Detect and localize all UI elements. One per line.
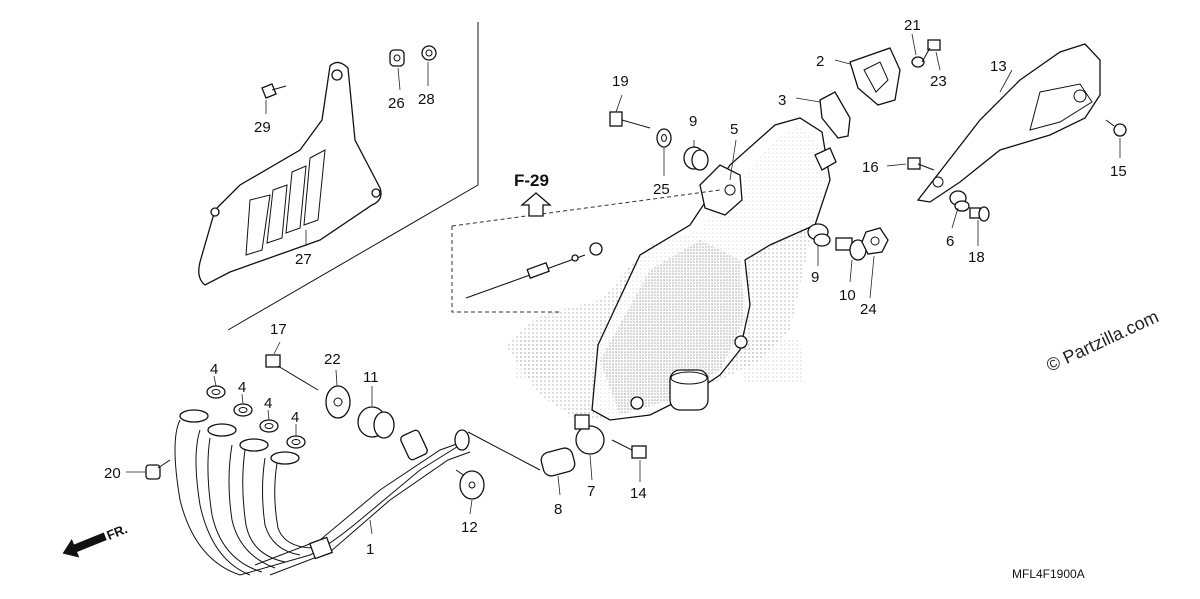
callout-9a: 9 [689,113,697,130]
direction-label: FR. [104,521,129,543]
callout-13: 13 [990,58,1007,75]
callout-5: 5 [730,121,738,138]
gasket-4a [206,385,226,399]
bolt-14 [611,439,647,459]
gasket-4d [286,435,306,449]
bolt-29 [261,83,287,99]
callout-4a: 4 [210,361,218,378]
rubber-11 [357,406,395,439]
bolt-15 [1105,119,1127,137]
callout-11: 11 [363,369,379,386]
callout-10: 10 [839,287,856,304]
rubber-9a [683,146,709,171]
callout-23: 23 [930,73,947,90]
callout-28: 28 [418,91,435,108]
callout-21: 21 [904,17,921,34]
collar-10 [835,237,867,261]
nut-24 [861,227,889,255]
washer-25 [656,128,672,148]
gasket-4b [233,403,253,417]
brand-watermark-shape [515,340,805,382]
callout-24: 24 [860,301,877,318]
callout-19: 19 [612,73,629,90]
muffler-protector-13 [916,43,1101,203]
callout-17: 17 [270,321,287,338]
bolt-19 [609,111,651,129]
cover-2 [849,47,901,106]
joint-8 [540,447,576,477]
front-direction-arrow: FR. [62,521,129,558]
rubber-6 [949,190,970,212]
rubber-22 [325,385,351,419]
callout-26: 26 [388,95,405,112]
bolt-16 [907,157,935,171]
diagram-code: MFL4F1900A [1012,567,1085,581]
reference-label: F-29 [514,171,549,190]
bolt-20 [145,459,171,480]
callout-7: 7 [587,483,595,500]
callout-25: 25 [653,181,670,198]
callout-3: 3 [778,92,786,109]
rubber-9b [807,223,831,247]
callout-9b: 9 [811,269,819,286]
gasket-4c [259,419,279,433]
callout-2: 2 [816,53,824,70]
callout-8: 8 [554,501,562,518]
reference-dashed-box [451,226,560,313]
callout-1: 1 [366,541,374,558]
callout-labels: 1 2 3 4 4 4 4 5 6 7 8 9 9 10 11 12 13 14… [104,17,1127,558]
callout-4c: 4 [264,395,272,412]
leader-lines [126,33,1121,535]
collar-18 [969,206,990,222]
callout-16: 16 [862,159,879,176]
section-divider [227,22,479,331]
callout-20: 20 [104,465,121,482]
callout-4d: 4 [291,409,299,426]
bolt-23 [921,39,941,63]
bolt-17 [265,354,319,391]
gasket-3 [819,91,851,139]
callout-18: 18 [968,249,985,266]
heat-guard-27 [198,61,382,286]
callout-14: 14 [630,485,647,502]
reference-arrow [520,192,552,217]
exhaust-pipe-1 [174,409,471,576]
stay-12 [455,469,485,500]
callout-22: 22 [324,351,341,368]
clamp-7 [574,414,605,455]
callout-29: 29 [254,119,271,136]
callout-12: 12 [461,519,478,536]
cable [465,242,603,299]
washer-21 [911,56,925,68]
callout-4b: 4 [238,379,246,396]
collar-28 [421,45,437,61]
watermark: © Partzilla.com [1043,306,1161,375]
callout-15: 15 [1110,163,1127,180]
callout-6: 6 [946,233,954,250]
callout-27: 27 [295,251,312,268]
grommet-26 [389,49,405,67]
